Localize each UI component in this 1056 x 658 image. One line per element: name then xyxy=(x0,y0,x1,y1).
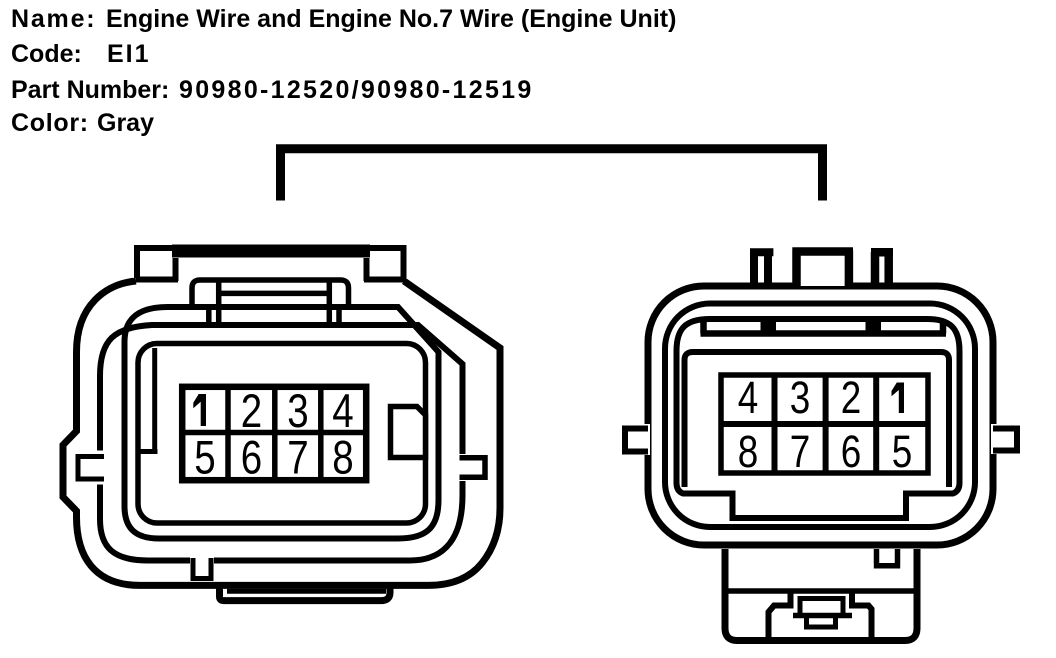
svg-text:8: 8 xyxy=(738,427,759,477)
svg-text:5: 5 xyxy=(892,427,913,477)
svg-text:2: 2 xyxy=(241,385,262,437)
svg-text:6: 6 xyxy=(841,427,862,477)
svg-text:4: 4 xyxy=(738,373,759,423)
svg-text:7: 7 xyxy=(790,427,811,477)
svg-text:4: 4 xyxy=(332,385,353,437)
svg-text:3: 3 xyxy=(790,373,811,423)
svg-text:8: 8 xyxy=(332,432,353,484)
svg-text:7: 7 xyxy=(287,432,308,484)
svg-text:6: 6 xyxy=(241,432,262,484)
svg-text:2: 2 xyxy=(841,373,862,423)
svg-text:3: 3 xyxy=(287,385,308,437)
svg-text:5: 5 xyxy=(194,432,215,484)
